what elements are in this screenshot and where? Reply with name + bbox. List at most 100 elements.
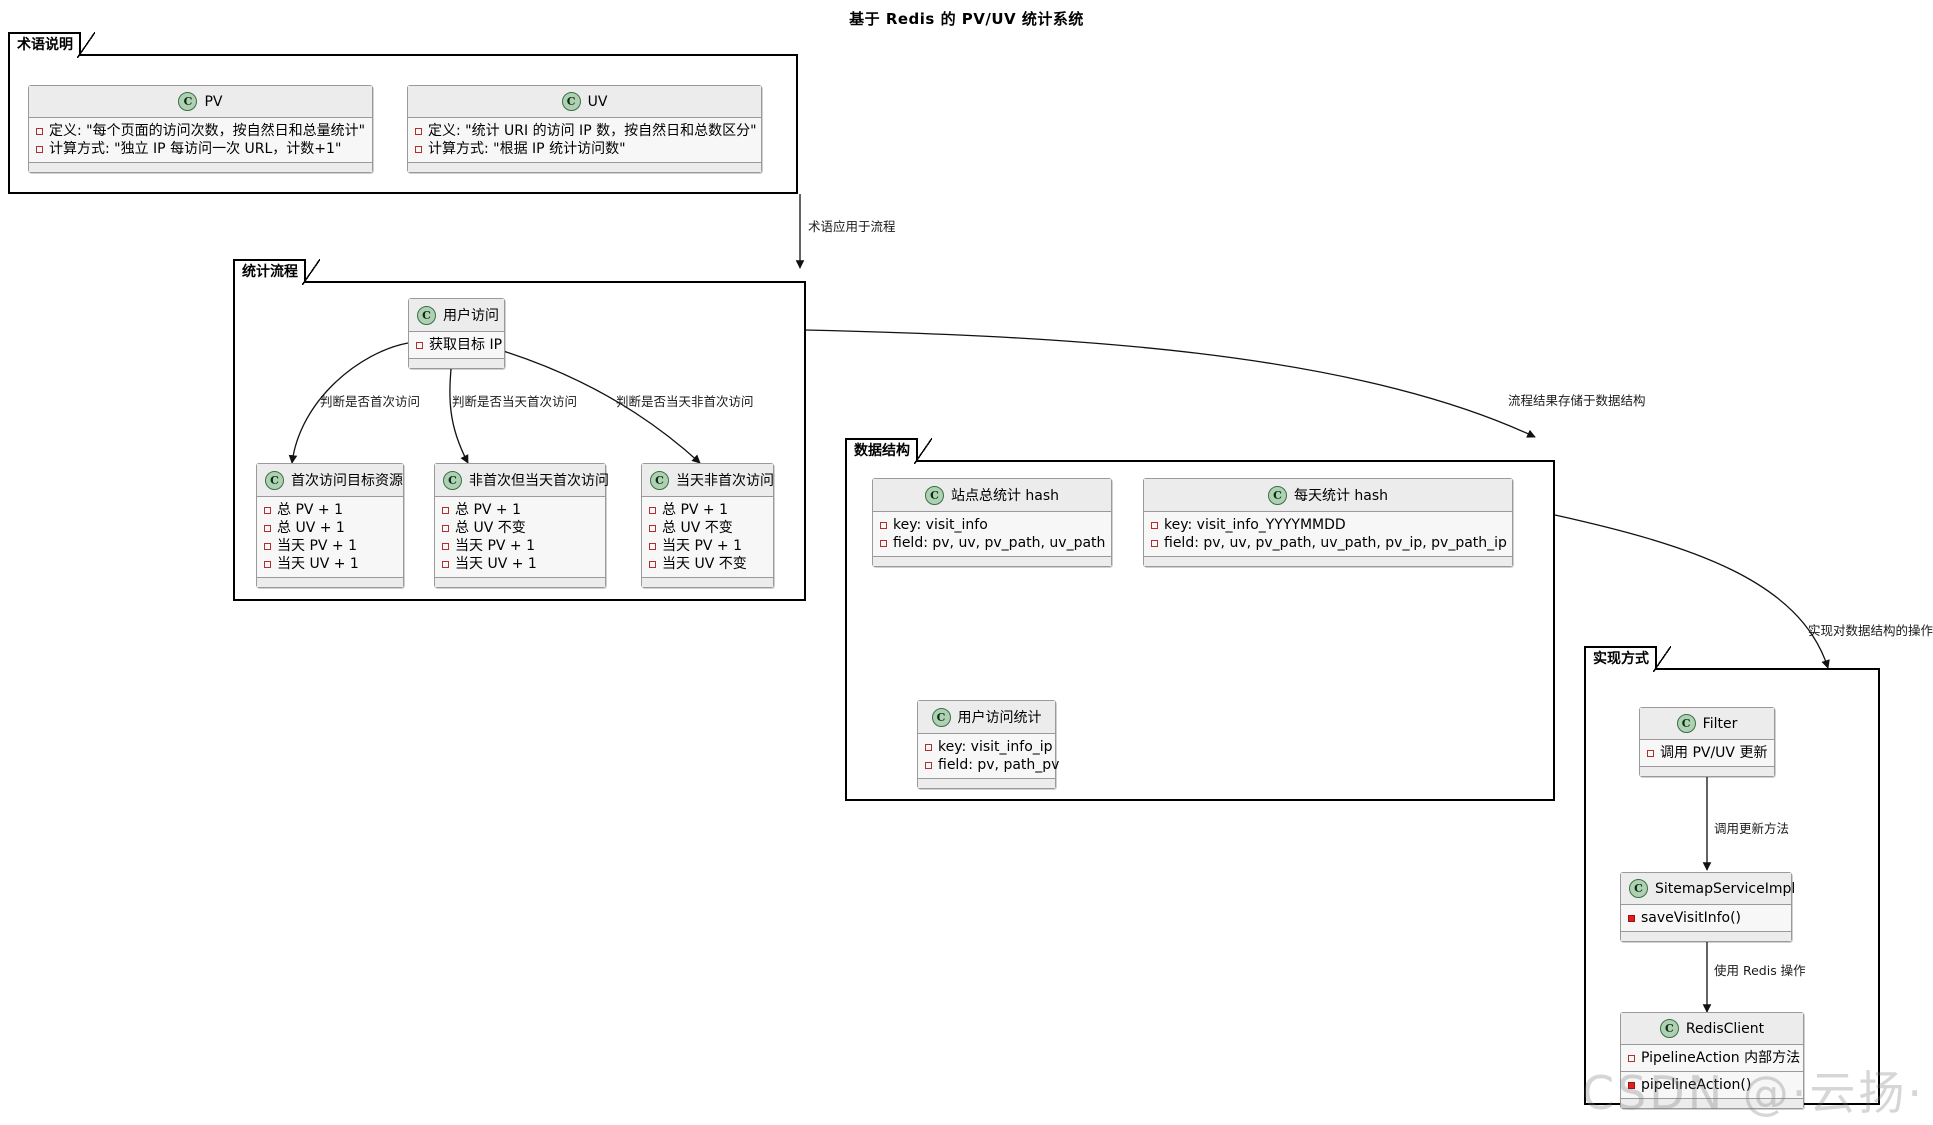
private-marker-icon <box>1151 540 1158 547</box>
package-flow: 统计流程 <box>233 259 806 601</box>
attribute-row: 总 PV + 1 <box>442 501 597 519</box>
class-site-total-hash-attributes: key: visit_info field: pv, uv, pv_path, … <box>873 512 1111 557</box>
class-today-not-first-header: C 当天非首次访问 <box>642 464 774 497</box>
class-uv-name: UV <box>587 93 608 110</box>
edge-label-user-visit-to-today-not-first: 判断是否当天非首次访问 <box>616 394 754 409</box>
private-marker-icon <box>264 525 271 532</box>
class-uv-attributes: 定义: "统计 URI 的访问 IP 数，按自然日和总数区分" 计算方式: "根… <box>408 118 761 163</box>
class-sitemap-service-impl-methods: saveVisitInfo() <box>1621 905 1791 932</box>
class-uv[interactable]: C UV 定义: "统计 URI 的访问 IP 数，按自然日和总数区分" 计算方… <box>407 85 762 173</box>
class-daily-hash-name: 每天统计 hash <box>1293 488 1389 504</box>
class-user-visit-stat-footer <box>918 779 1055 788</box>
edge-label-user-visit-to-first: 判断是否首次访问 <box>320 394 421 409</box>
class-icon: C <box>443 470 462 490</box>
package-terminology: 术语说明 <box>8 32 798 194</box>
private-marker-icon <box>649 525 656 532</box>
edge-flow-to-datastruct <box>804 329 1536 438</box>
private-marker-icon <box>442 561 449 568</box>
edge-label-flow-to-datastruct: 流程结果存储于数据结构 <box>1508 393 1646 408</box>
attribute-row: 计算方式: "独立 IP 每访问一次 URL，计数+1" <box>36 140 364 158</box>
class-icon: C <box>931 707 951 727</box>
class-not-first-but-today-first[interactable]: C 非首次但当天首次访问 总 PV + 1 总 UV 不变 当天 PV + 1 … <box>434 463 609 588</box>
private-marker-icon <box>36 128 43 135</box>
private-marker-icon <box>442 507 449 514</box>
class-sitemap-service-impl-footer <box>1621 932 1791 941</box>
class-user-visit-stat-header: C 用户访问统计 <box>918 701 1055 734</box>
class-sitemap-service-impl-name: SitemapServiceImpl <box>1655 880 1796 897</box>
class-sitemap-service-impl[interactable]: C SitemapServiceImpl saveVisitInfo() <box>1620 872 1796 942</box>
class-today-not-first[interactable]: C 当天非首次访问 总 PV + 1 总 UV 不变 当天 PV + 1 当天 … <box>641 463 774 588</box>
attribute-row: key: visit_info <box>880 516 1103 534</box>
class-user-visit-stat[interactable]: C 用户访问统计 key: visit_info_ip field: pv, p… <box>917 700 1059 789</box>
class-filter[interactable]: C Filter 调用 PV/UV 更新 <box>1639 707 1775 777</box>
class-today-not-first-attributes: 总 PV + 1 总 UV 不变 当天 PV + 1 当天 UV 不变 <box>642 497 773 578</box>
private-marker-icon <box>36 146 43 153</box>
private-marker-icon <box>415 128 422 135</box>
attribute-row: 当天 PV + 1 <box>264 537 395 555</box>
watermark: CSDN @·云扬· <box>1581 1066 1925 1120</box>
class-daily-hash-header: C 每天统计 hash <box>1144 479 1512 512</box>
private-marker-icon <box>442 543 449 550</box>
class-first-visit-name: 首次访问目标资源 <box>291 473 403 489</box>
class-first-visit[interactable]: C 首次访问目标资源 总 PV + 1 总 UV + 1 当天 PV + 1 当… <box>256 463 404 588</box>
private-marker-icon <box>442 525 449 532</box>
class-filter-attributes: 调用 PV/UV 更新 <box>1640 740 1774 767</box>
class-redis-client-attributes: PipelineAction 内部方法 <box>1621 1045 1803 1072</box>
private-marker-icon <box>925 744 932 751</box>
attribute-row: key: visit_info_YYYYMMDD <box>1151 516 1504 534</box>
edge-label-service-to-redis: 使用 Redis 操作 <box>1714 963 1806 978</box>
attribute-row: 当天 UV + 1 <box>442 555 597 573</box>
class-redis-client-name: RedisClient <box>1685 1020 1765 1037</box>
class-icon: C <box>1629 879 1648 898</box>
class-redis-client[interactable]: C RedisClient PipelineAction 内部方法 pipeli… <box>1620 1012 1804 1109</box>
attribute-row: 总 UV 不变 <box>442 519 597 537</box>
class-user-visit-stat-name: 用户访问统计 <box>957 710 1042 726</box>
class-icon: C <box>924 485 944 505</box>
class-first-visit-footer <box>257 578 403 587</box>
class-user-visit-header: C 用户访问 <box>409 299 504 332</box>
class-site-total-hash-header: C 站点总统计 hash <box>873 479 1111 512</box>
package-implementation-label: 实现方式 <box>1584 646 1671 672</box>
class-user-visit-stat-attributes: key: visit_info_ip field: pv, path_pv <box>918 734 1059 779</box>
class-filter-footer <box>1640 767 1774 776</box>
class-pv[interactable]: C PV 定义: "每个页面的访问次数，按自然日和总量统计" 计算方式: "独立… <box>28 85 373 173</box>
class-not-first-but-today-first-header: C 非首次但当天首次访问 <box>435 464 609 497</box>
class-site-total-hash[interactable]: C 站点总统计 hash key: visit_info field: pv, … <box>872 478 1112 567</box>
private-marker-icon <box>1628 1055 1635 1062</box>
package-datastruct: 数据结构 <box>845 438 1555 801</box>
class-not-first-but-today-first-attributes: 总 PV + 1 总 UV 不变 当天 PV + 1 当天 UV + 1 <box>435 497 605 578</box>
class-redis-client-footer <box>1621 1099 1803 1108</box>
attribute-row: PipelineAction 内部方法 <box>1628 1049 1800 1067</box>
page-title: 基于 Redis 的 PV/UV 统计系统 <box>849 10 1084 28</box>
class-not-first-but-today-first-footer <box>435 578 605 587</box>
private-marker-icon <box>1151 522 1158 529</box>
class-user-visit[interactable]: C 用户访问 获取目标 IP <box>408 298 505 369</box>
class-daily-hash-attributes: key: visit_info_YYYYMMDD field: pv, uv, … <box>1144 512 1512 557</box>
class-filter-name: Filter <box>1702 715 1738 732</box>
attribute-row: 获取目标 IP <box>416 336 502 354</box>
private-marker-icon <box>649 507 656 514</box>
attribute-row: field: pv, uv, pv_path, uv_path <box>880 534 1105 552</box>
class-daily-hash[interactable]: C 每天统计 hash key: visit_info_YYYYMMDD fie… <box>1143 478 1513 567</box>
class-redis-client-header: C RedisClient <box>1621 1013 1803 1045</box>
class-user-visit-attributes: 获取目标 IP <box>409 332 504 359</box>
attribute-row: 当天 UV 不变 <box>649 555 765 573</box>
edge-label-filter-to-service: 调用更新方法 <box>1714 821 1790 836</box>
class-pv-name: PV <box>204 93 223 110</box>
attribute-row: 总 UV + 1 <box>264 519 395 537</box>
class-first-visit-attributes: 总 PV + 1 总 UV + 1 当天 PV + 1 当天 UV + 1 <box>257 497 403 578</box>
class-icon: C <box>265 470 284 490</box>
class-today-not-first-name: 当天非首次访问 <box>676 473 774 489</box>
class-daily-hash-footer <box>1144 557 1512 566</box>
private-marker-icon <box>649 561 656 568</box>
class-uv-footer <box>408 163 761 172</box>
package-flow-label: 统计流程 <box>233 259 320 285</box>
private-marker-icon <box>925 762 932 769</box>
class-site-total-hash-name: 站点总统计 hash <box>950 488 1060 504</box>
attribute-row: 计算方式: "根据 IP 统计访问数" <box>415 140 753 158</box>
public-method-marker-icon <box>1628 915 1635 922</box>
attribute-row: 定义: "每个页面的访问次数，按自然日和总量统计" <box>36 122 365 140</box>
attribute-row: 总 PV + 1 <box>649 501 765 519</box>
class-icon: C <box>1659 1019 1679 1038</box>
